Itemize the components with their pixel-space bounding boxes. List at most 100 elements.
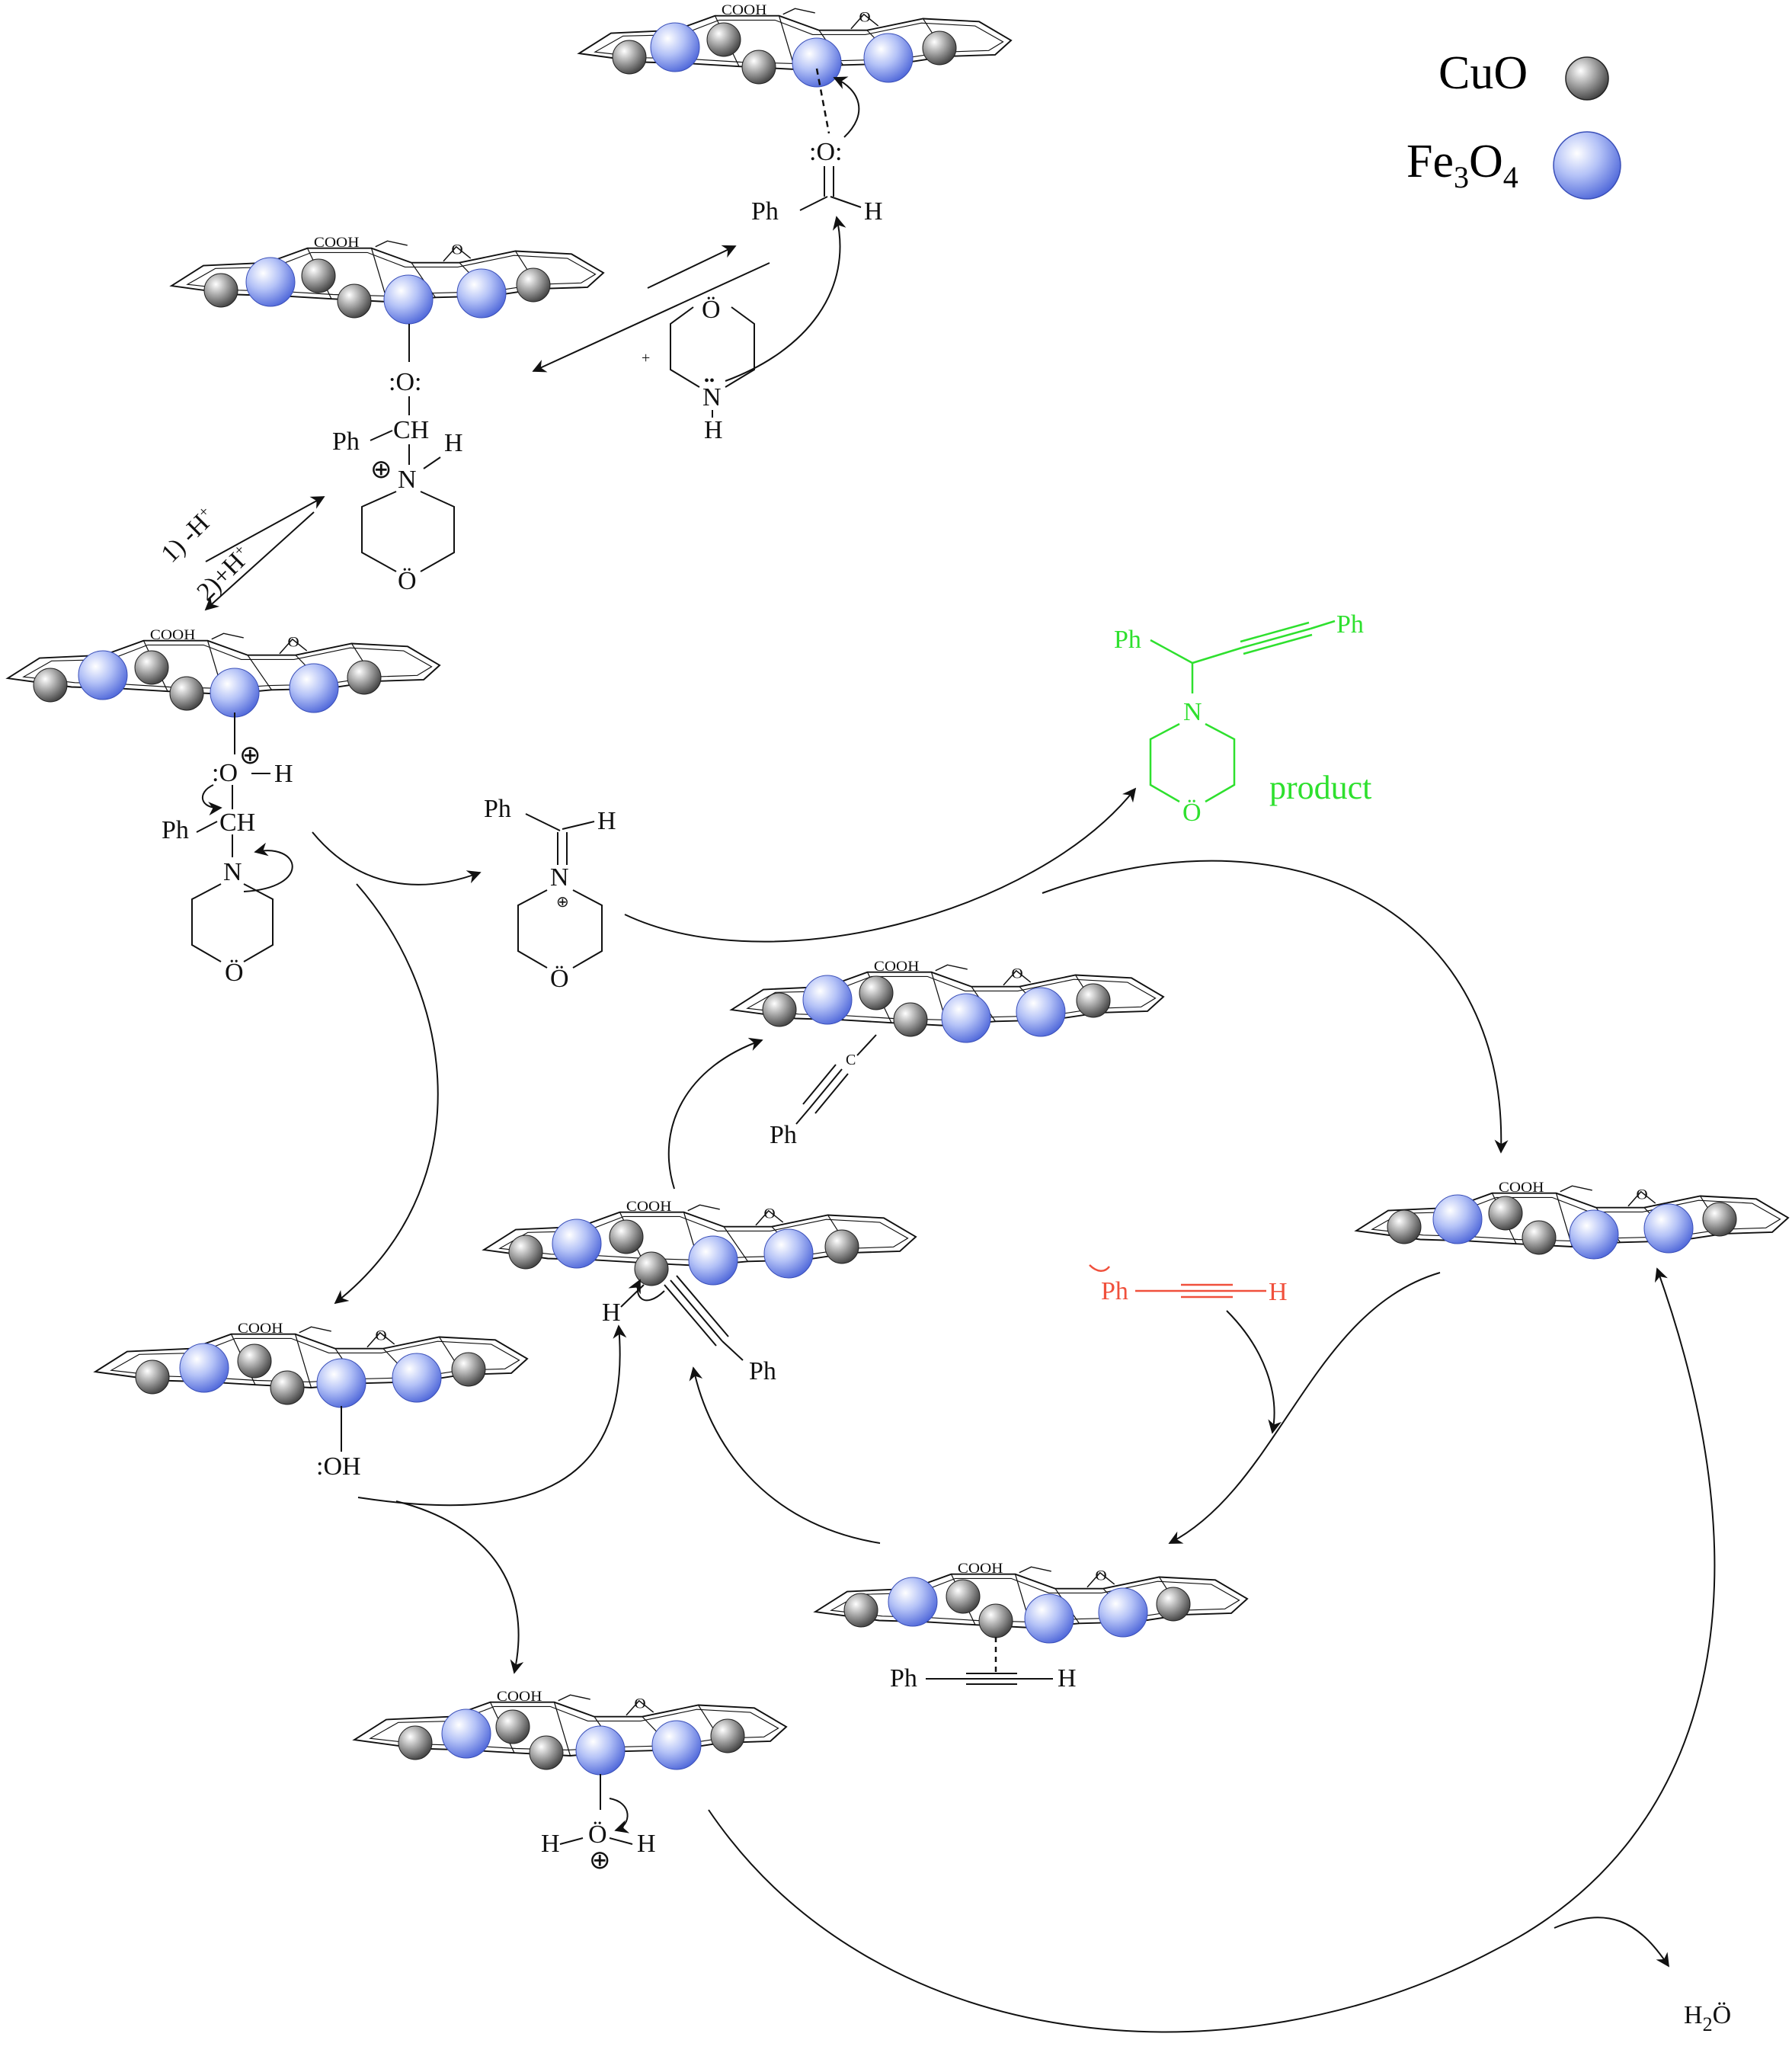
catalyst-sheet: COOH O <box>578 2 1013 71</box>
h-label: H <box>637 1830 656 1858</box>
catalyst-cooh: COOH <box>1499 1180 1544 1196</box>
ph-label: Ph <box>162 816 189 844</box>
benzaldehyde: :O: Ph H <box>751 68 883 226</box>
cycle-arrow <box>1168 1272 1441 1544</box>
fe3o4-sphere-icon <box>179 1343 229 1393</box>
catalyst-cooh: COOH <box>626 1199 671 1215</box>
fe3o4-sphere-icon <box>210 668 260 718</box>
cuo-sphere-icon <box>451 1352 486 1387</box>
catalyst-spheres <box>1387 1194 1737 1260</box>
catalyst-bridge-o: O <box>1096 1568 1107 1584</box>
cuo-sphere-icon <box>134 650 169 685</box>
catalyst-cooh: COOH <box>314 235 359 251</box>
product-nitrogen: N <box>1183 698 1202 726</box>
fe3o4-sphere-icon <box>763 1228 814 1279</box>
cuo-sphere-icon <box>978 1603 1013 1638</box>
catalyst-cooh: COOH <box>238 1321 283 1337</box>
morpholine-nitrogen: N <box>702 383 722 412</box>
fe3o4-sphere-icon <box>802 975 853 1025</box>
cycle-arrow <box>667 1037 763 1190</box>
cuo-sphere-icon <box>634 1251 669 1286</box>
plus-sign: + <box>642 350 650 367</box>
cuo-sphere-icon <box>762 992 797 1027</box>
cuo-sphere-icon <box>237 1343 272 1379</box>
ph-label: Ph <box>484 795 511 823</box>
cycle-arrow <box>1042 860 1509 1154</box>
cuo-sphere-icon <box>203 273 238 308</box>
morpholine-oxygen: Ö <box>702 296 721 324</box>
product-label: product <box>1269 769 1371 806</box>
catalyst-cooh: COOH <box>958 1561 1003 1577</box>
curved-arrow-icon <box>725 216 846 382</box>
h-label: H <box>274 760 293 788</box>
cuo-sphere-icon <box>337 283 372 319</box>
cuo-sphere-icon <box>135 1359 170 1395</box>
cuo-sphere-icon <box>859 975 894 1010</box>
cuo-sphere-icon <box>1565 56 1609 101</box>
phenylacetylene: Ph H <box>1089 1264 1288 1306</box>
ring-oxygen: Ö <box>398 567 417 595</box>
fe3o4-sphere-icon <box>651 1720 702 1770</box>
cuo-sphere-icon <box>893 1002 928 1037</box>
morpholine-h: H <box>704 416 723 444</box>
cuo-sphere-icon <box>1522 1220 1557 1255</box>
proton-transfer: 1) -H+ 2)+H+ <box>155 496 325 611</box>
curved-arrow-icon <box>628 1279 665 1302</box>
catalyst-bridge-o: O <box>1012 966 1023 982</box>
product-oxygen: Ö <box>1182 799 1202 827</box>
legend: CuO Fe3O4 <box>1406 47 1621 200</box>
fe3o4-sphere-icon <box>441 1709 491 1759</box>
cuo-sphere-icon <box>706 22 741 57</box>
catalyst-sheet: COOH O <box>353 1689 788 1757</box>
cuo-sphere-icon <box>529 1735 564 1770</box>
fe3o4-sphere-icon <box>688 1235 738 1286</box>
catalyst-bridge-o: O <box>635 1696 646 1712</box>
cuo-sphere-icon <box>1156 1587 1191 1622</box>
morpholine: + Ö N •• H <box>642 216 846 444</box>
ph-label: Ph <box>749 1357 776 1385</box>
copper-acetylide: C Ph <box>770 1034 877 1149</box>
propargylamine-product: Ph Ph N Ö product <box>624 610 1371 943</box>
water-oxygen: Ö <box>588 1821 607 1849</box>
fe3o4-sphere-icon <box>1098 1587 1148 1638</box>
catalyst-bridge-o: O <box>287 634 299 650</box>
pi-complex: Ph H <box>890 1637 1077 1693</box>
catalyst-sheet: COOH O <box>94 1321 529 1389</box>
cuo-sphere-icon <box>270 1370 305 1405</box>
fe3o4-sphere-icon <box>792 37 842 88</box>
catalyst-spheres <box>398 1709 745 1776</box>
h-label: H <box>1269 1278 1288 1306</box>
fe3o4-sphere-icon <box>1432 1194 1483 1244</box>
hemiaminal-oxygen: :O: <box>389 368 421 396</box>
fe3o4-sphere-icon <box>392 1353 442 1403</box>
cuo-sphere-icon <box>169 676 204 711</box>
curved-arrow-icon <box>243 842 293 892</box>
oxonium-oxygen: :O <box>212 759 238 787</box>
catalyst-bridge-o: O <box>1637 1187 1648 1203</box>
h-label: H <box>597 807 616 835</box>
fe3o4-sphere-icon <box>1024 1593 1074 1644</box>
fe3o4-sphere-icon <box>316 1358 366 1408</box>
h-label: H <box>1058 1664 1077 1693</box>
catalyst-sheet: COOH O <box>1355 1180 1790 1248</box>
cuo-sphere-icon <box>922 30 957 66</box>
fe3o4-sphere-icon <box>888 1577 938 1627</box>
cuo-sphere-icon <box>495 1709 530 1744</box>
carbonyl-oxygen: :O: <box>809 138 842 166</box>
catalyst-spheres <box>508 1219 859 1286</box>
legend-fe3o4-label: Fe3O4 <box>1406 136 1518 194</box>
cycle-arrow <box>1226 1310 1282 1434</box>
cuo-sphere-icon <box>1702 1202 1737 1237</box>
catalyst-bridge-o: O <box>452 242 463 258</box>
catalyst-cooh: COOH <box>150 627 195 643</box>
cuo-sphere-icon <box>301 258 336 293</box>
cuo-sphere-icon <box>612 40 647 75</box>
catalyst-cooh: COOH <box>722 2 766 18</box>
curved-arrow-icon <box>609 1798 630 1833</box>
fe3o4-sphere-icon <box>552 1219 602 1269</box>
h-label: H <box>541 1830 560 1858</box>
fe3o4-sphere-icon <box>1569 1209 1619 1260</box>
catalyst-bridge-o: O <box>764 1206 776 1222</box>
water-complex: H Ö H ⊕ <box>541 1774 656 1875</box>
iminium-nitrogen: N <box>550 863 569 892</box>
